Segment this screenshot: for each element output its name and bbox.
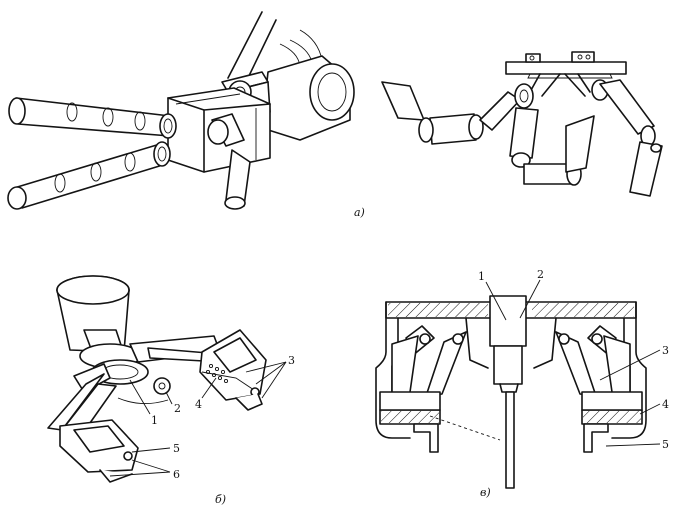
gripper-b xyxy=(47,275,267,483)
label-v-4: 4 xyxy=(662,398,669,411)
label-b-2: 2 xyxy=(174,402,181,415)
label-b-4: 4 xyxy=(195,398,202,411)
label-b-6: 6 xyxy=(173,468,180,481)
leaders-b xyxy=(109,361,287,477)
label-v-2: 2 xyxy=(537,268,544,281)
leaders-v xyxy=(429,279,661,447)
gripper-a-right xyxy=(381,51,663,197)
caption-b: б) xyxy=(215,493,226,506)
label-b-1: 1 xyxy=(151,414,158,427)
label-v-1: 1 xyxy=(478,270,485,283)
caption-a: а) xyxy=(354,206,365,219)
label-v-5: 5 xyxy=(662,438,669,451)
caption-v: в) xyxy=(480,486,491,499)
labels-v: 1 2 3 4 5 xyxy=(478,268,669,451)
label-v-3: 3 xyxy=(662,344,669,357)
gripper-a-left xyxy=(7,11,355,210)
gripper-v-section xyxy=(375,295,647,489)
label-b-5: 5 xyxy=(173,442,180,455)
labels-b: 1 2 3 4 5 6 xyxy=(151,354,295,481)
label-b-3: 3 xyxy=(288,354,295,367)
